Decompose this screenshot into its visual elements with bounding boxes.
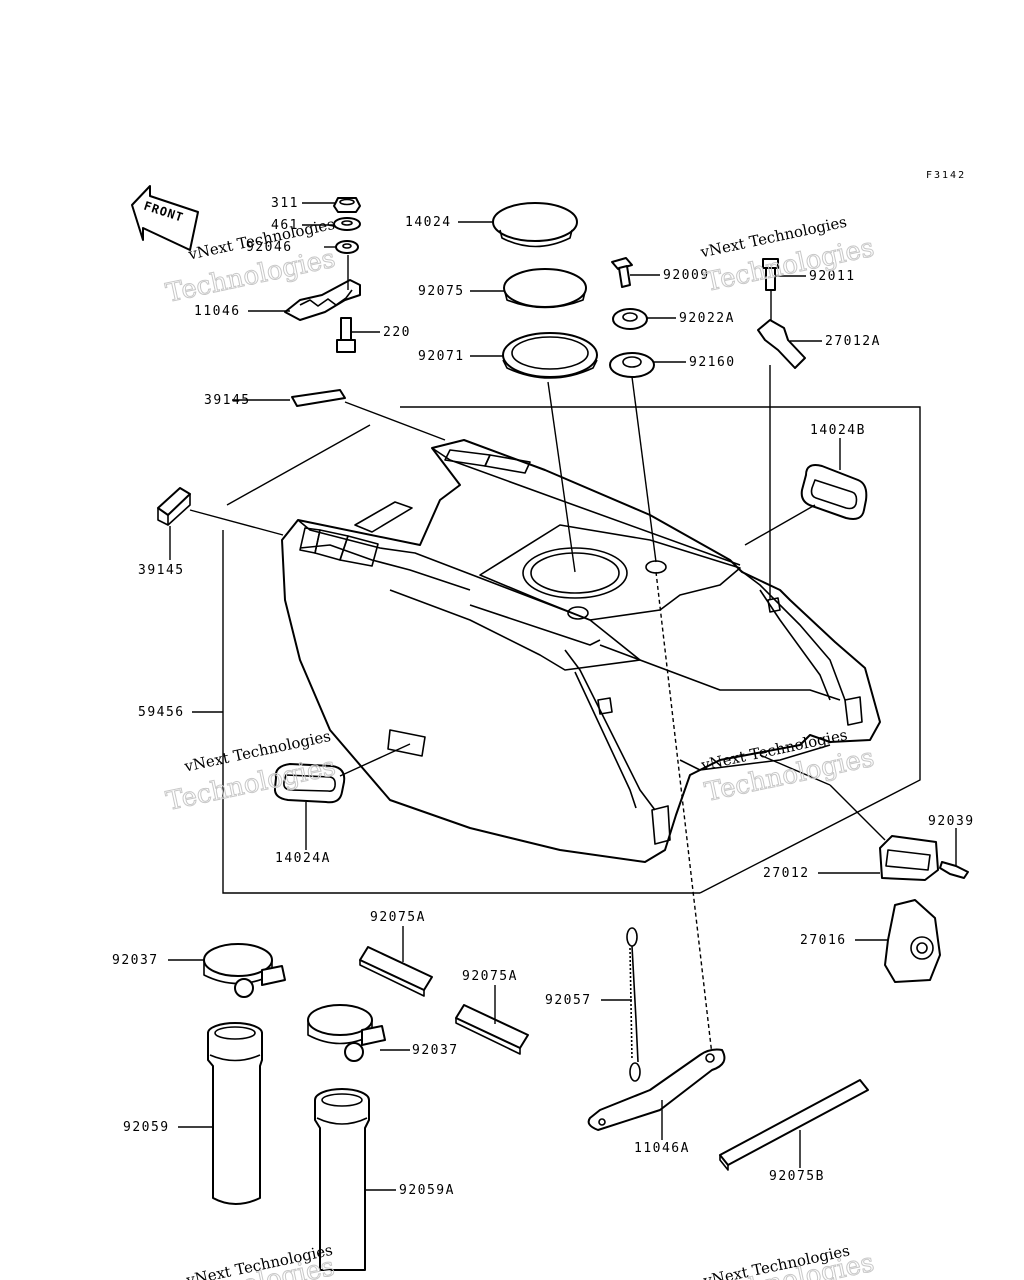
part-label-92046: 92046 (246, 240, 293, 255)
assembly-frame (222, 406, 921, 894)
part-label-39145-top: 39145 (204, 393, 251, 408)
cap-14024 (492, 202, 578, 248)
part-label-14024: 14024 (405, 215, 452, 230)
washer-461 (333, 217, 361, 231)
part-label-311: 311 (271, 196, 299, 211)
part-label-220: 220 (383, 325, 411, 340)
pad-92075A-upper (359, 946, 433, 997)
latch-plate-27012 (879, 835, 939, 881)
drain-tube-92059A (314, 1088, 370, 1271)
bolt-220 (336, 317, 356, 353)
gasket-14024B (800, 464, 868, 520)
part-label-92071: 92071 (418, 349, 465, 364)
part-label-92059: 92059 (123, 1120, 170, 1135)
part-label-14024B: 14024B (810, 423, 866, 438)
part-label-92037-left: 92037 (112, 953, 159, 968)
rivet-92039 (939, 861, 969, 879)
part-label-11046: 11046 (194, 304, 241, 319)
part-label-39145-left: 39145 (138, 563, 185, 578)
cap-92075 (503, 268, 587, 309)
nut-311 (333, 197, 361, 213)
part-label-92059A: 92059A (399, 1183, 455, 1198)
screw-92009 (611, 257, 633, 288)
part-label-27016: 27016 (800, 933, 847, 948)
bracket-11046 (284, 255, 361, 321)
part-labels: 311 461 92046 11046 220 14024 92075 9207… (112, 196, 975, 1198)
ring-92071 (502, 332, 598, 379)
hose-clamp-92037-left (203, 943, 286, 998)
part-label-92037-right: 92037 (412, 1043, 459, 1058)
part-label-92075A-upper: 92075A (370, 910, 426, 925)
pad-92075B (719, 1079, 869, 1171)
part-label-92160: 92160 (689, 355, 736, 370)
diagram-code: F3142 (926, 170, 966, 181)
front-arrow-icon: FRONT (131, 185, 199, 251)
part-label-92039: 92039 (928, 814, 975, 829)
part-label-92075B: 92075B (769, 1169, 825, 1184)
part-label-92011: 92011 (809, 269, 856, 284)
latch-27016 (884, 899, 941, 983)
drain-tube-92059 (207, 1022, 263, 1205)
screw-92011 (762, 258, 779, 291)
part-label-92057: 92057 (545, 993, 592, 1008)
part-label-92075A-lower: 92075A (462, 969, 518, 984)
part-label-92075: 92075 (418, 284, 465, 299)
part-label-27012: 27012 (763, 866, 810, 881)
strap-11046A (587, 1048, 726, 1131)
bracket-27012A (757, 319, 806, 369)
part-label-92022A: 92022A (679, 311, 735, 326)
part-label-14024A: 14024A (275, 851, 331, 866)
part-label-92009: 92009 (663, 268, 710, 283)
part-label-59456: 59456 (138, 705, 185, 720)
cable-92057 (626, 927, 641, 1082)
part-label-11046A: 11046A (634, 1141, 690, 1156)
hose-clamp-92037-right (307, 1004, 386, 1062)
grommet-92022A (612, 308, 648, 330)
pad-92075A-lower (455, 1004, 529, 1055)
leader-lines (168, 202, 957, 1191)
seat-cover-body (281, 439, 881, 863)
gasket-14024A (273, 763, 346, 804)
part-label-27012A: 27012A (825, 334, 881, 349)
grommet-92160 (609, 352, 655, 378)
washer-92046 (335, 240, 359, 254)
part-label-461: 461 (271, 218, 299, 233)
strip-39145-top (291, 389, 346, 407)
strip-39145-left (157, 487, 191, 526)
